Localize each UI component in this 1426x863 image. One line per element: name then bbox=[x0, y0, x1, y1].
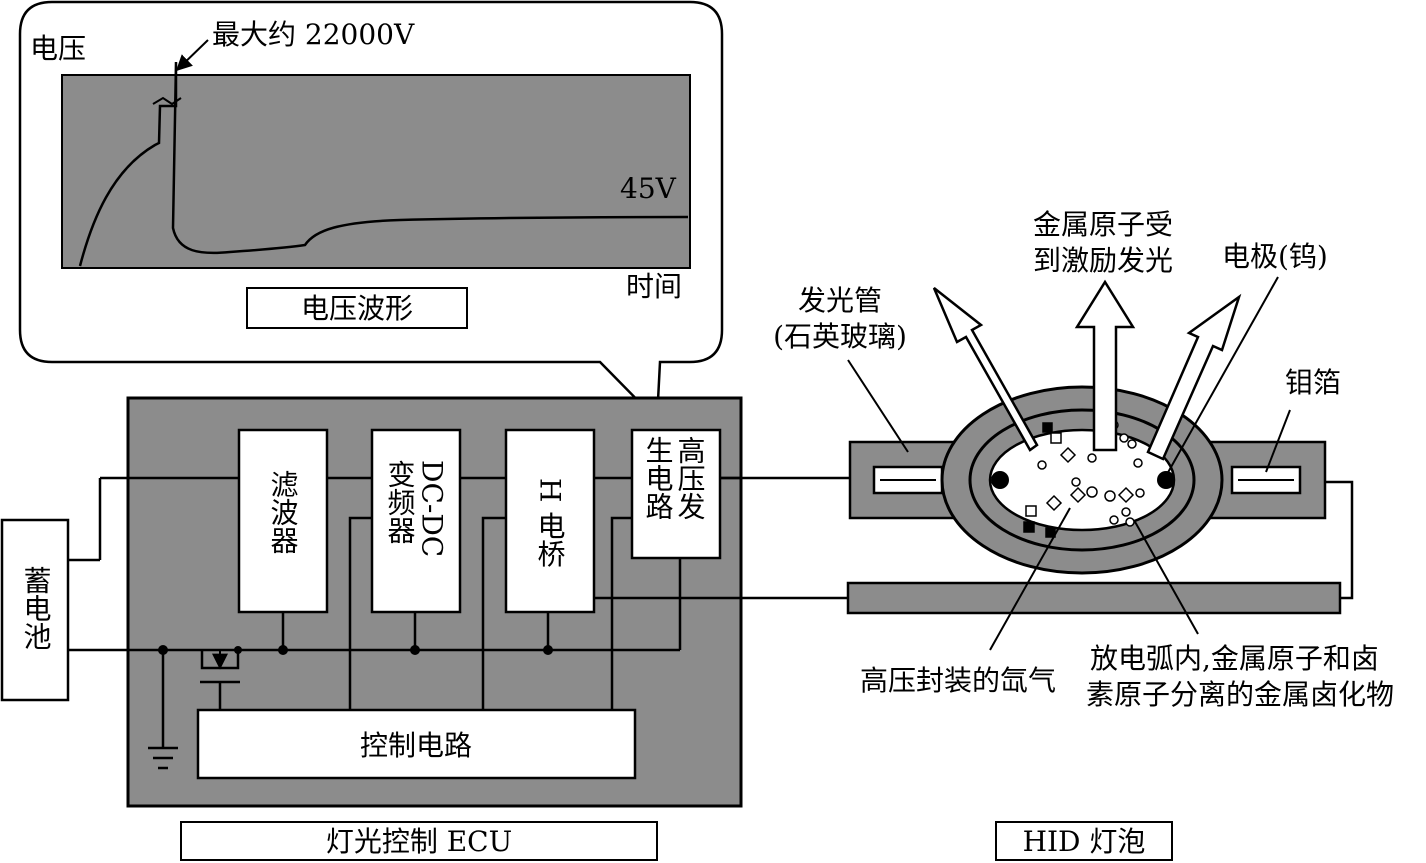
excite-label-line2: 到激励发光 bbox=[1033, 244, 1173, 277]
waveform-plot-area bbox=[61, 74, 691, 269]
return-conductor bbox=[846, 581, 1342, 615]
filter-block bbox=[237, 428, 329, 614]
tube-label-line2: (石英玻璃) bbox=[773, 320, 907, 353]
battery-block bbox=[0, 518, 70, 702]
waveform-y-label: 电压 bbox=[30, 32, 86, 65]
ecu-caption-box bbox=[180, 821, 658, 861]
waveform-caption: 电压波形 bbox=[301, 292, 413, 325]
filter-label: 滤波器 bbox=[267, 470, 300, 554]
tube-label-line1: 发光管 bbox=[798, 284, 882, 317]
hv-label-line1: 高压发 bbox=[674, 436, 707, 520]
hbridge-block bbox=[504, 428, 596, 614]
waveform-x-label: 时间 bbox=[626, 270, 682, 303]
particle-symbols bbox=[1023, 420, 1145, 538]
hbridge-label: H 电桥 bbox=[534, 478, 567, 567]
waveform-callout: 电压 最大约 22000V 45V 时间 电压波形 bbox=[18, 0, 724, 423]
control-block bbox=[196, 708, 637, 780]
halide-label-line1: 放电弧内,金属原子和卤 bbox=[1090, 642, 1379, 675]
bulb-caption-box bbox=[995, 821, 1173, 861]
control-label: 控制电路 bbox=[360, 729, 472, 762]
discharge-chamber bbox=[988, 428, 1176, 532]
electrode-label: 电极(钨) bbox=[1222, 240, 1328, 273]
waveform-steady-value: 45V bbox=[620, 172, 677, 205]
waveform-caption-box bbox=[246, 287, 468, 329]
electrode-right bbox=[1157, 471, 1175, 489]
axis-break-icon bbox=[152, 96, 182, 106]
electrode-left bbox=[991, 471, 1009, 489]
battery-label: 蓄电池 bbox=[20, 566, 53, 650]
waveform-curve bbox=[78, 61, 689, 267]
xenon-label: 高压封装的氙气 bbox=[860, 664, 1056, 697]
bulb-caption: HID 灯泡 bbox=[1023, 825, 1146, 858]
light-arrows bbox=[932, 279, 1242, 461]
dcdc-label-line1: DC-DC bbox=[416, 460, 449, 557]
hid-bulb bbox=[720, 276, 1354, 651]
foil-label: 钼箔 bbox=[1285, 366, 1341, 399]
peak-arrow bbox=[175, 39, 209, 72]
dcdc-block bbox=[370, 428, 462, 614]
hv-block bbox=[630, 428, 722, 560]
halide-label-line2: 素原子分离的金属卤化物 bbox=[1086, 678, 1394, 711]
waveform-peak-note: 最大约 22000V bbox=[212, 18, 415, 51]
excite-label-line1: 金属原子受 bbox=[1033, 208, 1173, 241]
ecu-caption: 灯光控制 ECU bbox=[326, 825, 512, 858]
ecu-panel: 滤波器 DC-DC 变频器 H 电桥 高压发 生电路 控制电路 bbox=[68, 396, 848, 808]
hv-label-line2: 生电路 bbox=[642, 436, 675, 520]
dcdc-label-line2: 变频器 bbox=[384, 460, 417, 544]
